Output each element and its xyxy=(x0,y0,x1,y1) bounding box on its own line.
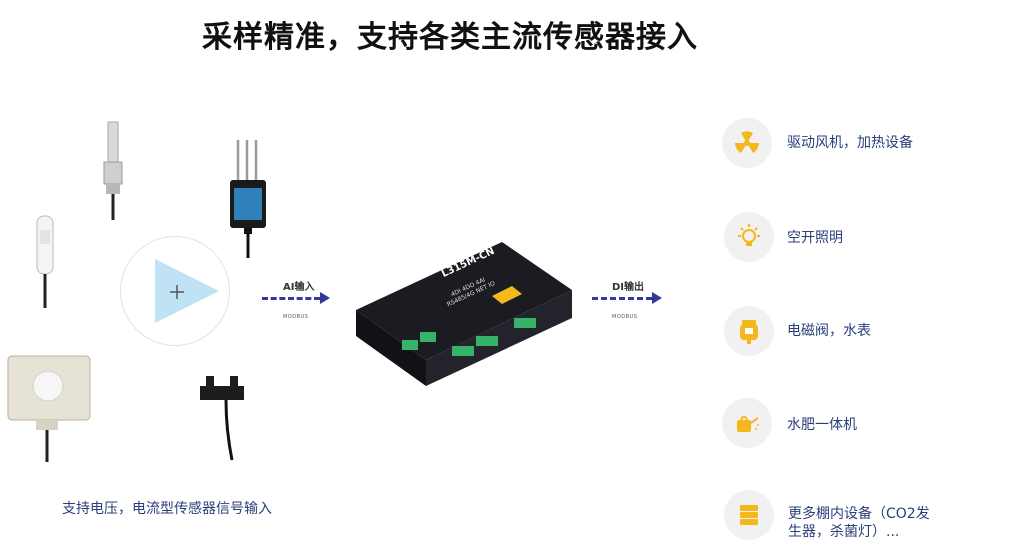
watering-can-icon xyxy=(722,398,772,448)
play-icon xyxy=(155,259,219,323)
humidity-sensor-image xyxy=(36,215,54,308)
sensor-illustrations xyxy=(7,121,266,462)
light-bulb-icon xyxy=(724,212,774,262)
box-sensor-image xyxy=(7,355,91,462)
valve-meter-icon xyxy=(724,306,774,356)
controller-device-image xyxy=(356,242,572,386)
server-stack-icon xyxy=(724,490,774,540)
page-title: 采样精准，支持各类主流传感器接入 xyxy=(202,20,698,55)
ai-arrow-protocol: MODBUS xyxy=(283,314,309,320)
ai-arrow-line xyxy=(262,297,320,300)
output-label-more: 更多棚内设备（CO2发 生器，杀菌灯）... xyxy=(788,506,930,540)
output-label-valve: 电磁阀，水表 xyxy=(787,323,871,339)
ai-arrow-head-icon xyxy=(320,292,330,304)
di-arrow-head-icon xyxy=(652,292,662,304)
output-label-lighting: 空开照明 xyxy=(787,230,843,246)
ai-arrow-label: AI输入 xyxy=(283,282,315,293)
probe-sensor-image xyxy=(103,121,123,220)
input-caption: 支持电压，电流型传感器信号输入 xyxy=(62,501,272,517)
video-play-button[interactable] xyxy=(120,236,230,346)
di-arrow-label: DI输出 xyxy=(612,282,645,293)
di-arrow-line xyxy=(592,297,652,300)
di-arrow-protocol: MODBUS xyxy=(612,314,638,320)
output-label-fan: 驱动风机，加热设备 xyxy=(787,135,913,151)
photoelectric-sensor-image xyxy=(200,376,244,461)
radiation-fan-icon xyxy=(722,118,772,168)
soil-sensor-image xyxy=(230,140,266,258)
output-label-fertigation: 水肥一体机 xyxy=(787,417,857,433)
